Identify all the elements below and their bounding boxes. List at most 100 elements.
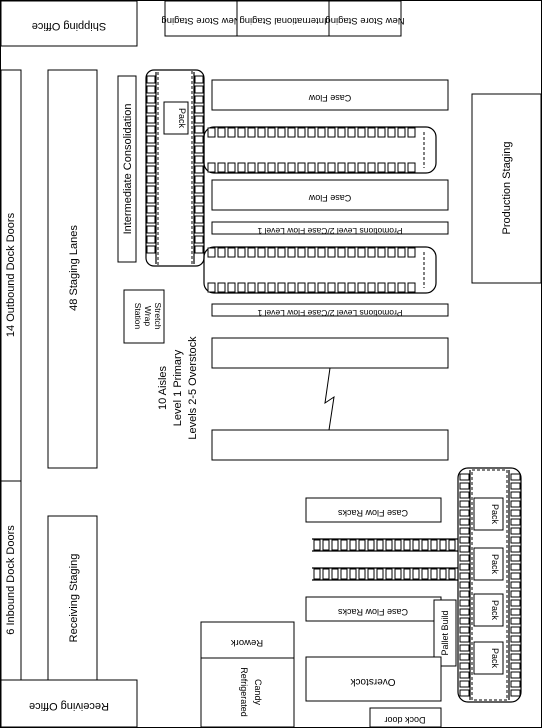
- conveyor-roller: [347, 282, 356, 293]
- conveyor-roller: [459, 590, 470, 598]
- pack-station-upper: [163, 101, 189, 135]
- conveyor-roller: [287, 127, 296, 138]
- conveyor-roller: [337, 282, 346, 293]
- conveyor-roller: [194, 105, 204, 114]
- conveyor-roller: [194, 225, 204, 234]
- conveyor-roller: [394, 568, 402, 580]
- conveyor-roller: [194, 205, 204, 214]
- level-primary-label: Level 1 Primary: [172, 349, 184, 426]
- conveyor-roller: [510, 671, 521, 679]
- pack-label-lower-4: Pack: [490, 648, 500, 669]
- promotions-rack-1: [211, 221, 449, 235]
- conveyor-roller: [237, 162, 246, 173]
- overstock-label: Overstock: [349, 676, 395, 687]
- conveyor-roller: [459, 545, 470, 553]
- case-flow-racks-label-1: Case Flow Racks: [337, 508, 408, 518]
- upper-conveyor-rollers-left: [146, 75, 156, 254]
- pack-label-upper: Pack: [177, 108, 187, 129]
- conveyor-roller: [510, 563, 521, 571]
- conveyor-roller: [317, 247, 326, 258]
- pack-station-lower-4: [473, 641, 504, 675]
- new-store-staging-label-2: New Store Staging: [325, 15, 404, 26]
- conveyor-roller: [347, 247, 356, 258]
- conveyor-roller: [367, 162, 376, 173]
- conveyor-roller: [307, 127, 316, 138]
- conveyor-roller: [459, 482, 470, 490]
- spur-2-rollers-top: [207, 247, 416, 258]
- conveyor-roller: [459, 491, 470, 499]
- conveyor-roller: [510, 590, 521, 598]
- conveyor-roller: [412, 539, 420, 551]
- new-store-staging-label-1: New Store Staging: [161, 15, 240, 26]
- conveyor-roller: [194, 135, 204, 144]
- intermediate-consolidation-label: Intermediate Consolidation: [122, 104, 134, 235]
- candy-label: Candy: [253, 679, 263, 706]
- production-staging-area: [471, 93, 542, 284]
- conveyor-roller: [267, 247, 276, 258]
- conveyor-roller: [439, 539, 447, 551]
- conveyor-roller: [459, 518, 470, 526]
- conveyor-roller: [194, 215, 204, 224]
- new-store-staging-zone-1: [164, 0, 238, 37]
- dock-door-label: Dock door: [384, 715, 425, 725]
- conveyor-roller: [194, 95, 204, 104]
- stretch-wrap-station: [123, 289, 165, 344]
- pack-station-lower-3: [473, 593, 504, 627]
- conveyor-roller: [217, 162, 226, 173]
- conveyor-roller: [376, 539, 384, 551]
- promotions-rack-2: [211, 303, 449, 317]
- conveyor-roller: [459, 563, 470, 571]
- conveyor-roller: [387, 247, 396, 258]
- conveyor-roller: [207, 247, 216, 258]
- conveyor-roller: [194, 235, 204, 244]
- upper-conveyor-rollers-right: [194, 75, 204, 254]
- conveyor-roller: [510, 626, 521, 634]
- conveyor-roller: [510, 662, 521, 670]
- conveyor-roller: [387, 282, 396, 293]
- conveyor-roller: [407, 127, 416, 138]
- conveyor-roller: [194, 175, 204, 184]
- stretch-wrap-station-text: StretchWrapStation: [133, 303, 163, 330]
- conveyor-roller: [459, 554, 470, 562]
- staging-lanes-label: 48 Staging Lanes: [68, 225, 80, 311]
- lower-conveyor-rollers-right: [510, 473, 521, 697]
- conveyor-roller: [146, 165, 156, 174]
- conveyor-roller: [459, 608, 470, 616]
- conveyor-roller: [317, 162, 326, 173]
- conveyor-roller: [377, 162, 386, 173]
- international-staging-label: International Staging: [239, 15, 326, 26]
- conveyor-roller: [327, 247, 336, 258]
- receiving-staging-area: [47, 515, 98, 681]
- conveyor-roller: [194, 125, 204, 134]
- conveyor-roller: [459, 527, 470, 535]
- conveyor-roller: [297, 127, 306, 138]
- conveyor-roller: [277, 127, 286, 138]
- spur-1-rollers-bottom: [207, 162, 416, 173]
- conveyor-roller: [510, 581, 521, 589]
- conveyor-roller: [307, 282, 316, 293]
- receiving-office-label: Receiving Office: [29, 700, 109, 712]
- conveyor-roller: [146, 175, 156, 184]
- overstock-area: [305, 656, 442, 702]
- conveyor-roller: [459, 536, 470, 544]
- conveyor-roller: [146, 145, 156, 154]
- conveyor-roller: [510, 554, 521, 562]
- aisles-label: 10 Aisles: [157, 365, 169, 410]
- conveyor-roller: [227, 127, 236, 138]
- conveyor-roller: [510, 482, 521, 490]
- conveyor-roller: [327, 282, 336, 293]
- receiving-staging-label: Receiving Staging: [68, 554, 80, 643]
- promotions-label-2: Promotions Level 2/Case Flow Level 1: [257, 308, 402, 318]
- conveyor-roller: [227, 162, 236, 173]
- conveyor-roller: [510, 527, 521, 535]
- pallet-build-area: [433, 599, 457, 667]
- conveyor-roller: [387, 162, 396, 173]
- conveyor-roller: [397, 282, 406, 293]
- conveyor-roller: [307, 247, 316, 258]
- conveyor-roller: [146, 125, 156, 134]
- promotions-label-1: Promotions Level 2/Case Flow Level 1: [257, 226, 402, 236]
- conveyor-roller: [357, 247, 366, 258]
- conveyor-roller: [322, 568, 330, 580]
- conveyor-roller: [337, 162, 346, 173]
